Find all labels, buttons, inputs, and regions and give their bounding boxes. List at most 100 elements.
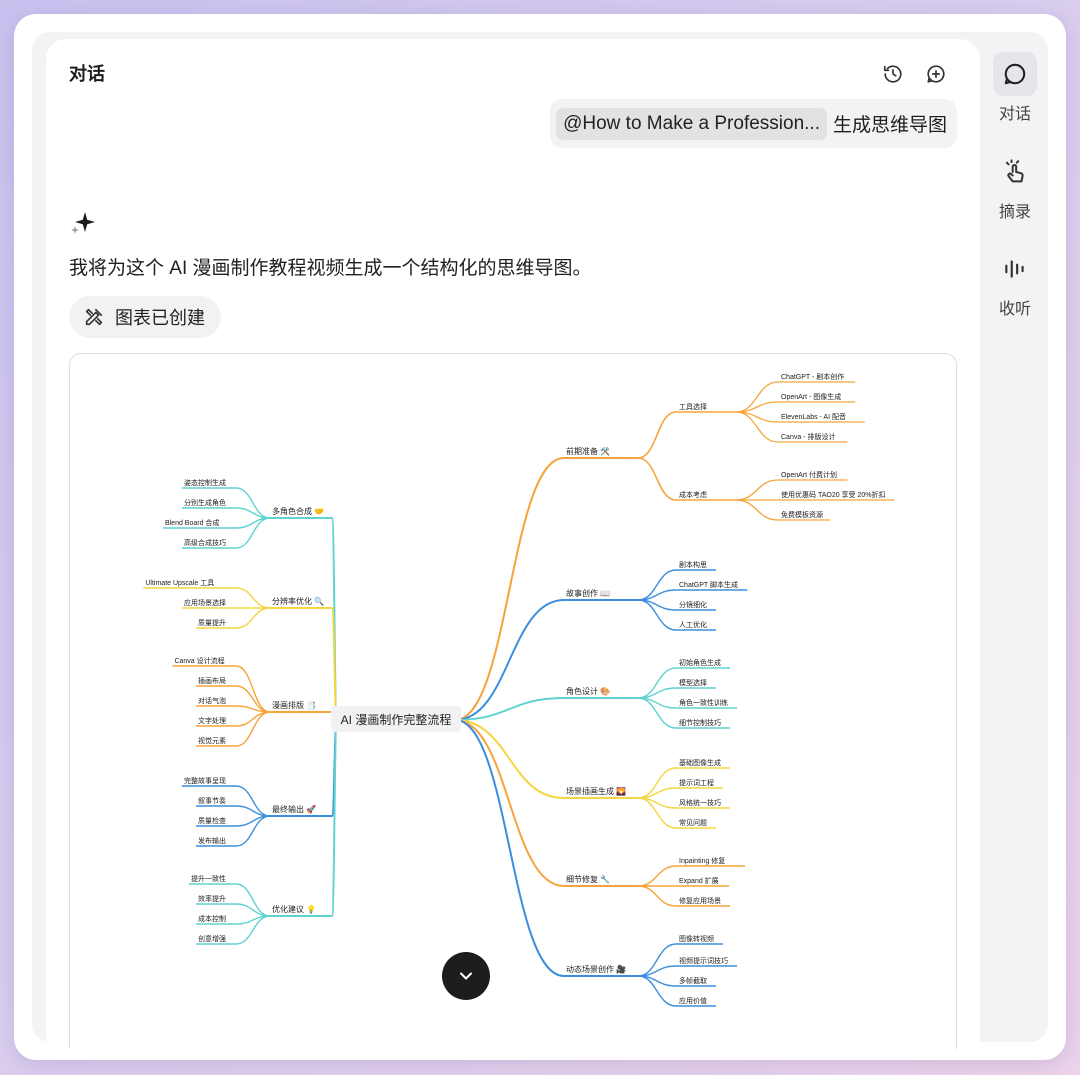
mindmap-branch bbox=[637, 599, 677, 631]
mindmap-leaf: 图像转视频 bbox=[679, 934, 714, 943]
chevron-down-icon bbox=[460, 972, 472, 980]
mindmap-leaf: 创意增强 bbox=[198, 934, 226, 943]
mindmap-leaf: 质量检查 bbox=[198, 816, 226, 825]
user-message-text: 生成思维导图 bbox=[832, 115, 947, 136]
mindmap-leaf: 插画布局 bbox=[198, 676, 226, 685]
mindmap-leaf: Canva 设计流程 bbox=[174, 656, 224, 665]
mindmap-branch bbox=[637, 797, 677, 829]
mindmap-leaf: 免费模板资源 bbox=[781, 510, 823, 519]
mindmap-branch bbox=[637, 457, 677, 501]
mindmap-node: 优化建议 💡 bbox=[272, 904, 316, 914]
chip-label: 图表已创建 bbox=[115, 308, 205, 328]
mindmap-branch bbox=[235, 517, 271, 549]
mindmap-branch bbox=[735, 411, 779, 443]
mindmap-root-box bbox=[330, 706, 462, 732]
mindmap-branch bbox=[235, 587, 271, 609]
rail-label: 摘录 bbox=[998, 204, 1031, 221]
mindmap-branch bbox=[235, 705, 271, 713]
sparkle-icon bbox=[69, 209, 97, 241]
mindmap-leaf: 分镜细化 bbox=[679, 600, 707, 609]
mindmap-leaf: 成本控制 bbox=[198, 914, 226, 923]
mindmap-node: 最终输出 🚀 bbox=[272, 804, 316, 814]
assistant-message: 我将为这个 AI 漫画制作教程视频生成一个结构化的思维导图。 bbox=[69, 258, 592, 279]
mindmap-leaf: 风格统一技巧 bbox=[679, 798, 721, 807]
mindmap-branch bbox=[735, 499, 779, 521]
mindmap-branch bbox=[235, 665, 271, 713]
mindmap-branch bbox=[455, 599, 565, 721]
rail-item-chat[interactable]: 对话 bbox=[993, 52, 1037, 124]
mindmap-branch bbox=[235, 883, 271, 917]
mindmap-leaf: 人工优化 bbox=[679, 620, 707, 629]
mindmap-branch bbox=[637, 975, 677, 1007]
mindmap-node: 成本考虑 bbox=[679, 490, 707, 499]
mindmap-leaf: 提示词工程 bbox=[679, 778, 714, 787]
rail-label: 对话 bbox=[998, 106, 1031, 123]
mindmap-branch bbox=[455, 719, 565, 887]
mindmap-leaf: 高级合成技巧 bbox=[184, 538, 226, 547]
mindmap-node: 场景插画生成 🌄 bbox=[566, 786, 626, 796]
diagram-created-chip[interactable]: 图表已创建 bbox=[69, 296, 221, 338]
mindmap-leaf: 基础图像生成 bbox=[679, 758, 721, 767]
pencil-ruler-icon bbox=[85, 308, 103, 326]
mindmap-leaf: ChatGPT - 剧本创作 bbox=[781, 372, 844, 381]
mindmap-leaf: 初始角色生成 bbox=[679, 658, 721, 667]
chat-bubble-icon bbox=[993, 52, 1037, 96]
mindmap-branch bbox=[235, 815, 271, 847]
mindmap-leaf: 常见问题 bbox=[679, 818, 707, 827]
new-chat-button[interactable] bbox=[923, 61, 949, 87]
mindmap-leaf: ChatGPT 脚本生成 bbox=[679, 580, 738, 589]
mindmap-leaf: 质量提升 bbox=[198, 618, 226, 627]
mindmap-leaf: Inpainting 修复 bbox=[679, 856, 725, 865]
rail-label: 收听 bbox=[998, 301, 1031, 318]
scroll-down-button[interactable] bbox=[442, 952, 490, 1000]
mindmap-node: 多角色合成 🤝 bbox=[272, 506, 324, 516]
mindmap-leaf: 模型选择 bbox=[679, 678, 707, 687]
mindmap-node: 故事创作 📖 bbox=[566, 588, 610, 598]
mindmap-node: 工具选择 bbox=[679, 402, 707, 411]
mention-tag[interactable]: @How to Make a Profession... bbox=[556, 107, 827, 140]
mindmap-leaf: 分别生成角色 bbox=[184, 498, 226, 507]
rail-item-listen[interactable]: 收听 bbox=[993, 247, 1037, 319]
mindmap-leaf: 多帧截取 bbox=[679, 976, 707, 985]
mindmap-leaf: Blend Board 合成 bbox=[165, 518, 219, 527]
history-button[interactable] bbox=[880, 61, 906, 87]
mindmap-leaf: 剧本构思 bbox=[679, 560, 707, 569]
user-message: @How to Make a Profession... 生成思维导图 bbox=[550, 99, 957, 148]
mindmap-leaf: 使用优惠码 TAO20 享受 20%折扣 bbox=[781, 490, 886, 499]
mindmap-leaf: 修复应用场景 bbox=[679, 896, 721, 905]
mindmap-leaf: 角色一致性训练 bbox=[679, 698, 728, 707]
rail-item-excerpts[interactable]: 摘录 bbox=[993, 150, 1037, 222]
chat-panel: 对话 @How to Make a Profession... 生成思维导图 我… bbox=[46, 39, 980, 1049]
audio-wave-icon bbox=[993, 247, 1037, 291]
mindmap-leaf: 视觉元素 bbox=[198, 736, 226, 745]
mindmap-leaf: 应用价值 bbox=[679, 996, 707, 1005]
mindmap-branch bbox=[637, 411, 677, 459]
mindmap-leaf: Expand 扩展 bbox=[679, 876, 719, 885]
mindmap-leaf: 叙事节奏 bbox=[198, 796, 226, 805]
mindmap-branch bbox=[235, 915, 271, 945]
mindmap-root: AI 漫画制作完整流程 bbox=[341, 712, 452, 727]
mindmap-branch bbox=[455, 719, 565, 799]
mindmap-node: 动态场景创作 🎥 bbox=[566, 964, 626, 974]
mindmap-node: 细节修复 🔧 bbox=[566, 874, 610, 884]
mindmap-leaf: 视频提示词技巧 bbox=[679, 956, 728, 965]
mindmap-leaf: 细节控制技巧 bbox=[679, 718, 721, 727]
mindmap-branch bbox=[235, 607, 271, 629]
mindmap-branch bbox=[637, 865, 677, 887]
mindmap-leaf: 提升一致性 bbox=[191, 874, 226, 883]
page-title: 对话 bbox=[69, 64, 105, 85]
mindmap-node: 漫画排版 📑 bbox=[272, 700, 316, 710]
mindmap-leaf: OpenArt 付费计划 bbox=[781, 470, 837, 479]
mindmap-leaf: 对话气泡 bbox=[198, 696, 226, 705]
mindmap-leaf: ElevenLabs - AI 配音 bbox=[781, 412, 846, 421]
mindmap-leaf: 完整故事呈现 bbox=[184, 776, 226, 785]
mindmap-node: 前期准备 🛠️ bbox=[566, 446, 610, 456]
tap-hand-icon bbox=[993, 150, 1037, 194]
mindmap-leaf: Ultimate Upscale 工具 bbox=[145, 579, 214, 587]
mindmap-node: 分辨率优化 🔍 bbox=[272, 596, 324, 606]
mindmap-leaf: 效率提升 bbox=[198, 894, 226, 903]
mindmap-card[interactable]: 前期准备 🛠️ 工具选择 ChatGPT - 剧本创作 OpenArt - 图像生成 E… bbox=[69, 353, 957, 1049]
mindmap-leaf: 文字处理 bbox=[198, 716, 226, 725]
mindmap: 前期准备 🛠️ 工具选择 ChatGPT - 剧本创作 OpenArt - 图像生成 E… bbox=[143, 372, 895, 1007]
mindmap-leaf: OpenArt - 图像生成 bbox=[781, 392, 841, 401]
